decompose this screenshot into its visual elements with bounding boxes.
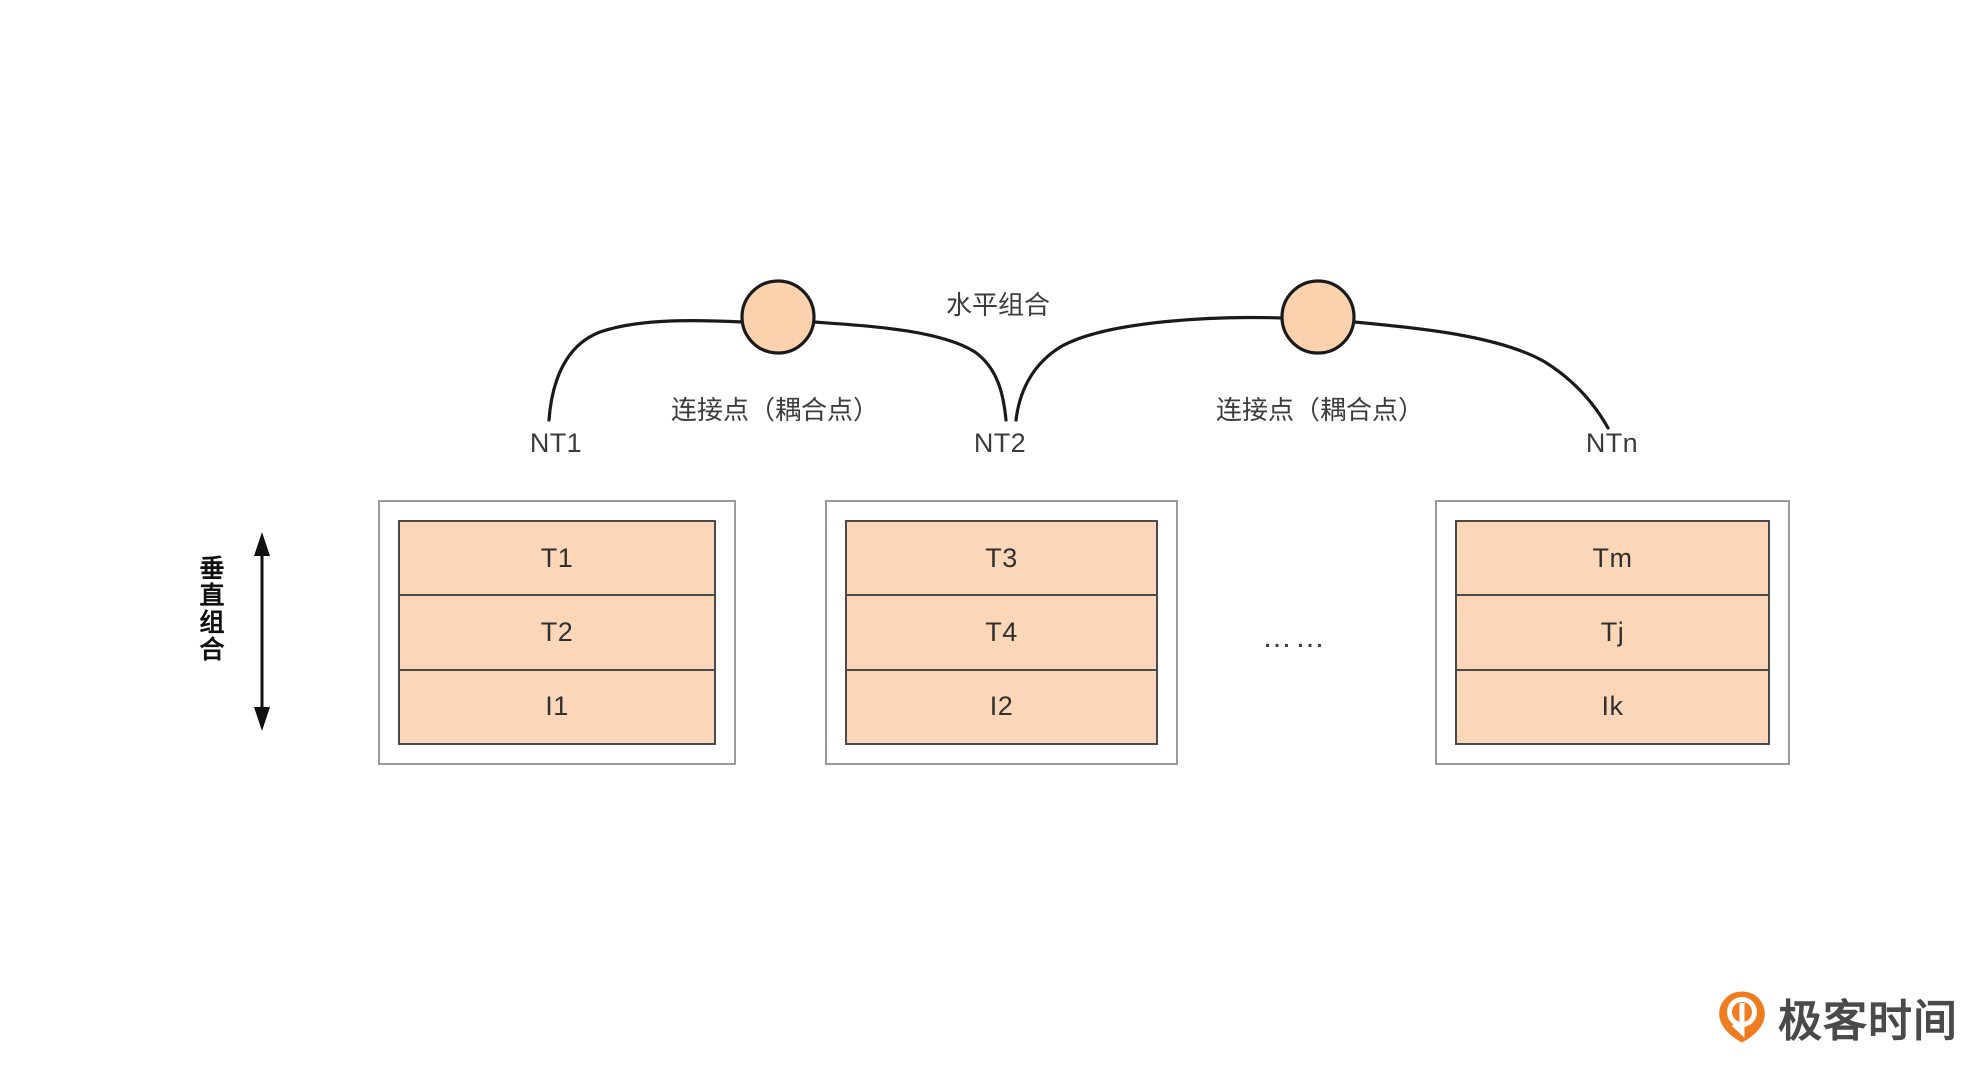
group-3-cell-2[interactable]: Ik [1457, 670, 1768, 743]
group-3-cell-1[interactable]: Tj [1457, 596, 1768, 671]
connector-caption-2: 连接点（耦合点） [1215, 395, 1425, 425]
vertical-composition-arrow [254, 532, 270, 731]
group-box-3-inner: Tm Tj Ik [1455, 520, 1770, 745]
group-box-3[interactable]: Tm Tj Ik [1435, 500, 1790, 765]
group-box-2-inner: T3 T4 I2 [845, 520, 1158, 745]
group-box-1-inner: T1 T2 I1 [398, 520, 716, 745]
connector-node-circle-2[interactable] [1280, 279, 1356, 355]
geektime-pin-icon [1719, 991, 1765, 1043]
group-box-1[interactable]: T1 T2 I1 [378, 500, 736, 765]
node-label-nt2: NT2 [973, 428, 1027, 458]
group-1-cell-0[interactable]: T1 [400, 522, 714, 597]
group-1-cell-1[interactable]: T2 [400, 596, 714, 671]
group-2-cell-1[interactable]: T4 [847, 596, 1156, 671]
horizontal-composition-label: 水平组合 [945, 290, 1051, 320]
group-3-cell-0[interactable]: Tm [1457, 522, 1768, 597]
brand-logo-text: 极客时间 [1778, 997, 1958, 1046]
connector-caption-1: 连接点（耦合点） [670, 395, 880, 425]
node-label-nt1: NT1 [529, 428, 583, 458]
vertical-composition-label: 垂直组合 [196, 555, 224, 663]
group-2-cell-0[interactable]: T3 [847, 522, 1156, 597]
groups-ellipsis: …… [1262, 621, 1328, 654]
brand-logo: 极客时间 [1718, 985, 1958, 1049]
node-label-ntn: NTn [1585, 428, 1639, 458]
group-1-cell-2[interactable]: I1 [400, 670, 714, 743]
connector-node-circle-1[interactable] [740, 279, 816, 355]
group-2-cell-2[interactable]: I2 [847, 670, 1156, 743]
group-box-2[interactable]: T3 T4 I2 [825, 500, 1178, 765]
